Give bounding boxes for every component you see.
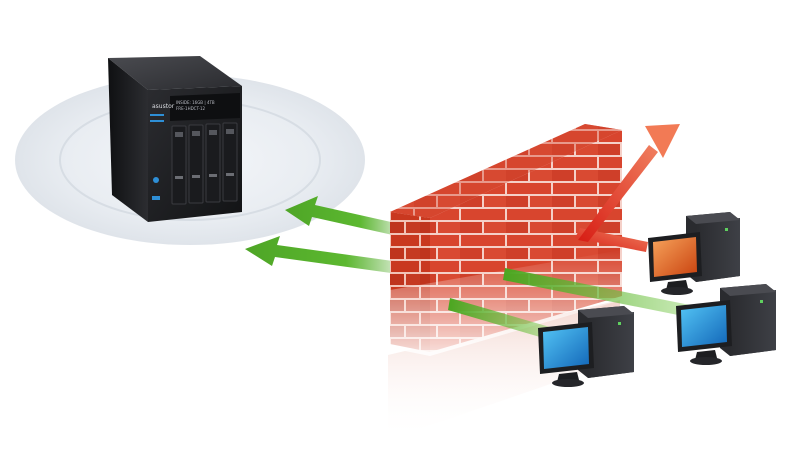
allowed-arrow-upper — [285, 196, 400, 236]
desktop-computer-icon — [648, 212, 740, 295]
allowed-line-lower — [448, 298, 560, 342]
blocked-arrow-head — [645, 124, 680, 158]
desktop-computer-icon — [676, 284, 776, 365]
nas-server-icon: asustor INSIDE: 16GB | 4TB FRE-1HDCT-12 — [108, 56, 242, 222]
power-led — [153, 177, 159, 183]
nas-led-bar — [150, 114, 164, 116]
monitor-screen-blue — [681, 305, 727, 347]
allowed-line-upper — [503, 268, 695, 318]
blocked-traffic-arrow — [575, 124, 680, 252]
allowed-traffic-lines — [448, 268, 695, 342]
nas-brand-label: asustor — [152, 103, 175, 110]
monitor-screen-orange — [653, 237, 697, 277]
brick-wall-icon — [390, 124, 622, 356]
monitor-screen-blue — [543, 327, 589, 369]
allowed-arrow-lower — [245, 236, 400, 274]
nas-drive-bays — [171, 122, 238, 205]
nas-info-line2: FRE-1HDCT-12 — [176, 106, 206, 111]
desktop-computer-icon — [538, 306, 634, 387]
nas-info-line1: INSIDE: 16GB | 4TB — [176, 100, 215, 105]
allowed-traffic-arrows — [245, 196, 400, 274]
